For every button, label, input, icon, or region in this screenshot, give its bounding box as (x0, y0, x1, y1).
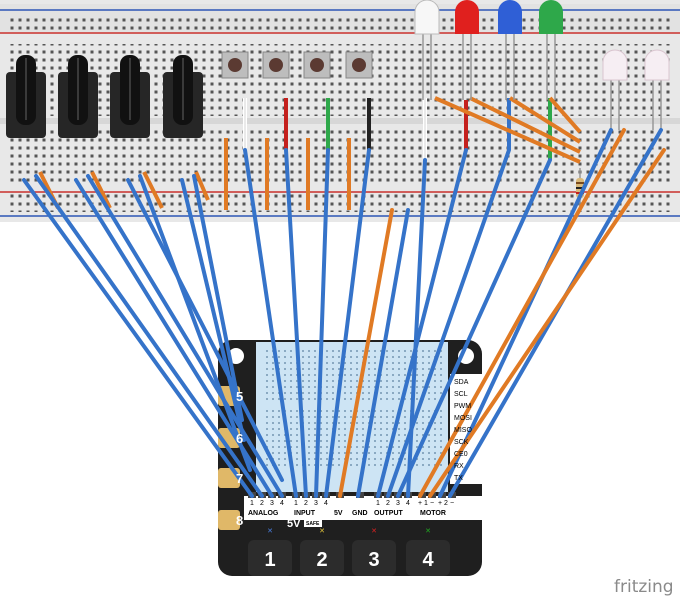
potentiometers (6, 55, 203, 138)
blue-wire-5 (126, 178, 284, 482)
potentiometer-1 (6, 55, 46, 138)
leds (414, 0, 670, 130)
right-label-tx: TX (454, 475, 463, 482)
svg-text:✕: ✕ (319, 528, 325, 535)
right-label-sda: SDA (454, 379, 469, 386)
connection-wires (22, 128, 666, 498)
right-label-sck: SCK (454, 439, 469, 446)
led-blue (498, 0, 522, 100)
board-labels: 5 6 7 8 1 2 3 4 ANALOG 1 2 3 4 INPUT 5V … (236, 379, 674, 597)
blue-wire-4 (86, 174, 284, 498)
output-pin-3: 3 (396, 500, 400, 507)
pushbutton-2 (262, 51, 290, 79)
blue-wire-15 (396, 158, 552, 498)
blue-wire-10 (284, 148, 308, 498)
right-label-ce0: CE0 (454, 451, 468, 458)
breadboard-jumpers (38, 96, 584, 210)
right-label-rx: RX (454, 463, 464, 470)
analog-pin-1: 1 (250, 500, 254, 507)
side-number-7: 7 (236, 471, 243, 486)
blue-wire-9 (243, 148, 298, 498)
output-pin-4: 4 (406, 500, 410, 507)
motor-pin-2-plus: + (438, 500, 442, 507)
potentiometer-3 (110, 55, 150, 138)
output-header: OUTPUT (374, 510, 404, 517)
input-pin-4: 4 (324, 500, 328, 507)
board-button-1: 1 (264, 549, 275, 571)
side-number-6: 6 (236, 431, 243, 446)
orange-wire-2 (418, 128, 626, 498)
blue-wire-17 (356, 208, 410, 498)
blue-wire-2 (34, 174, 264, 498)
blue-wire-18 (438, 128, 613, 498)
output-pin-1: 1 (376, 500, 380, 507)
input-header: INPUT (294, 510, 316, 517)
analog-pin-2: 2 (260, 500, 264, 507)
svg-text:✕: ✕ (425, 528, 431, 535)
side-number-5: 5 (236, 389, 243, 404)
motor-pin-1-minus: − (430, 500, 434, 507)
svg-text:✕: ✕ (371, 528, 377, 535)
blue-wire-1 (22, 178, 254, 498)
right-label-scl: SCL (454, 391, 468, 398)
analog-pin-4: 4 (280, 500, 284, 507)
blue-wire-16 (406, 158, 427, 498)
motor-pin-2-num: 2 (444, 500, 448, 507)
safe-5v-label: 5V (287, 518, 301, 530)
led-pink-1 (602, 49, 628, 130)
input-pin-1: 1 (294, 500, 298, 507)
analog-header: ANALOG (248, 510, 279, 517)
led-green (539, 0, 563, 100)
output-pin-2: 2 (386, 500, 390, 507)
led-white (414, 0, 440, 100)
board-button-3: 3 (368, 549, 379, 571)
potentiometer-4 (163, 55, 203, 138)
led-red (455, 0, 479, 100)
blue-wire-13 (376, 148, 468, 498)
right-label-mosi: MOSI (454, 415, 472, 422)
input-pin-2: 2 (304, 500, 308, 507)
potentiometer-2 (58, 55, 98, 138)
svg-text:✕: ✕ (267, 528, 273, 535)
motor-pin-1-num: 1 (424, 500, 428, 507)
blue-wire-12 (324, 148, 371, 498)
blue-wire-14 (386, 148, 511, 498)
side-number-8: 8 (236, 513, 243, 528)
pushbutton-1 (221, 51, 249, 79)
orange-wire-1 (338, 208, 394, 498)
blue-wire-7 (180, 178, 246, 442)
motor-header: MOTOR (420, 510, 446, 517)
analog-pin-3: 3 (270, 500, 274, 507)
blue-wire-6 (138, 174, 252, 472)
pushbutton-3 (303, 51, 331, 79)
blue-wire-11 (314, 148, 330, 498)
input-pin-3: 3 (314, 500, 318, 507)
motor-pin-1-plus: + (418, 500, 422, 507)
safe-label: SAFE (306, 521, 320, 527)
blue-wire-8 (192, 174, 244, 422)
fritzing-watermark: fritzing (614, 577, 674, 597)
board-button-2: 2 (316, 549, 327, 571)
led-pink-2 (644, 49, 670, 130)
right-label-pwm: PWM (454, 403, 471, 410)
pushbutton-4 (345, 51, 373, 79)
board-button-4: 4 (422, 549, 434, 571)
gnd-header: GND (352, 510, 368, 517)
5v-header: 5V (334, 510, 343, 517)
right-label-miso: MISO (454, 427, 472, 434)
motor-pin-2-minus: − (450, 500, 454, 507)
orange-wire-3 (428, 148, 666, 498)
pushbuttons (221, 51, 373, 79)
